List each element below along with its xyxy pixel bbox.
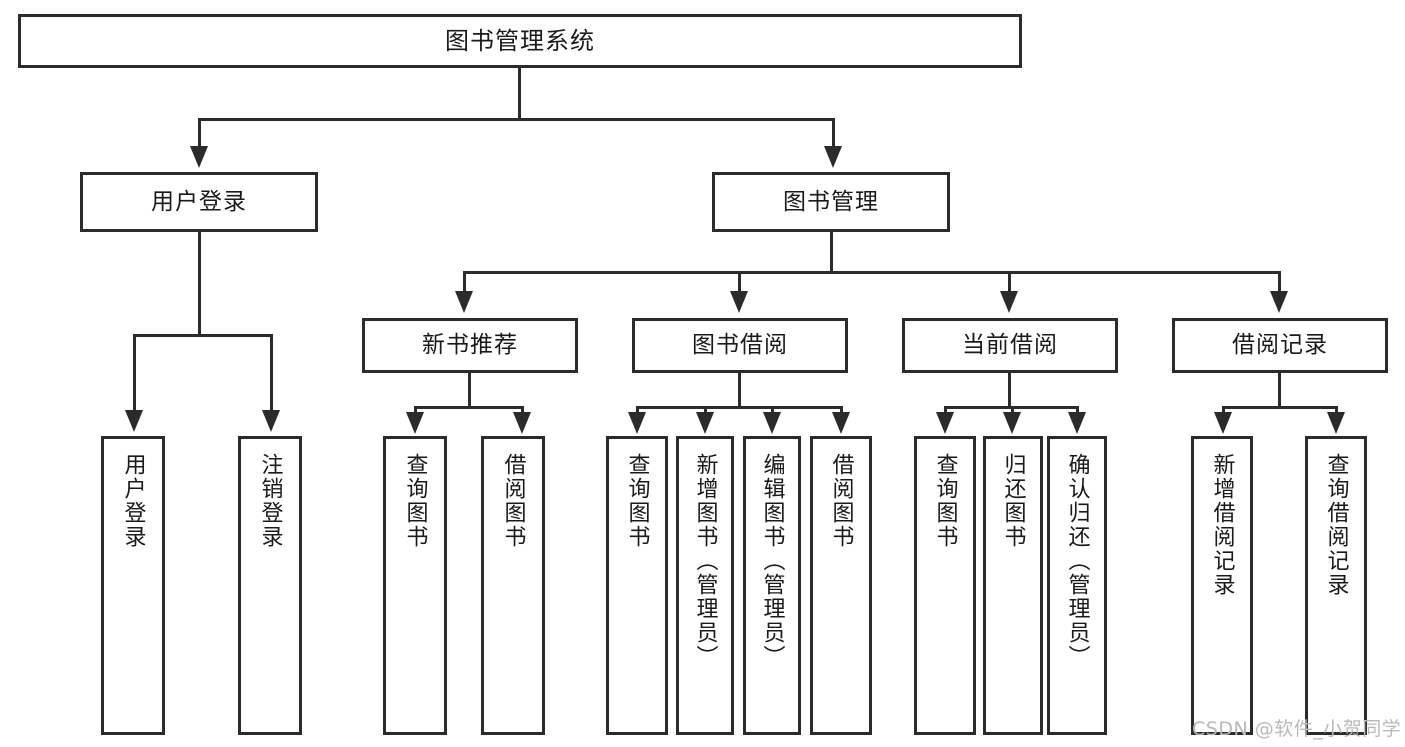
- connector-root-bus: [198, 118, 835, 121]
- connector-drop-new-book: [463, 271, 466, 293]
- connector-drop-borrow-record: [1278, 271, 1281, 293]
- connector-drop-bb-query: [636, 406, 639, 414]
- node-label: 图书管理: [783, 188, 879, 215]
- leaf-current-query[interactable]: 查询图书: [914, 436, 976, 735]
- node-root-book-management-system[interactable]: 图书管理系统: [18, 14, 1022, 68]
- node-label: 图书管理系统: [445, 27, 595, 55]
- arrowhead-bb-lend: [832, 412, 850, 434]
- node-book-borrow[interactable]: 图书借阅: [632, 318, 848, 373]
- node-label: 注销登录: [257, 453, 283, 549]
- node-borrow-record[interactable]: 借阅记录: [1172, 318, 1388, 373]
- leaf-current-return[interactable]: 归还图书: [983, 436, 1043, 735]
- csdn-watermark: CSDN @软件_小贺同学: [1192, 718, 1402, 740]
- connector-book-management-bus: [463, 271, 1281, 274]
- connector-book-management-stem: [830, 232, 833, 274]
- connector-current-borrow-stem: [1008, 373, 1011, 409]
- connector-book-borrow-stem: [738, 373, 741, 409]
- node-label: 新增借阅记录: [1209, 453, 1235, 597]
- leaf-book-query[interactable]: 查询图书: [606, 436, 668, 735]
- arrowhead-book-borrow: [730, 291, 748, 313]
- arrowhead-leaf-logout: [262, 410, 280, 432]
- node-new-book-recommend[interactable]: 新书推荐: [362, 318, 578, 373]
- arrowhead-bb-query: [628, 412, 646, 434]
- connector-drop-nb-borrow: [521, 406, 524, 414]
- leaf-record-query[interactable]: 查询借阅记录: [1305, 436, 1367, 735]
- connector-drop-leaf-user-login: [133, 334, 136, 412]
- leaf-book-lend[interactable]: 借阅图书: [810, 436, 872, 735]
- leaf-new-book-borrow[interactable]: 借阅图书: [481, 436, 545, 735]
- connector-drop-bb-edit: [771, 406, 774, 414]
- node-user-login[interactable]: 用户登录: [80, 172, 318, 232]
- leaf-confirm-return-admin[interactable]: 确认归还（管理员）: [1047, 436, 1107, 735]
- node-label: 图书借阅: [692, 332, 788, 359]
- connector-drop-br-query: [1335, 406, 1338, 414]
- node-label: 查询借阅记录: [1323, 453, 1349, 597]
- connector-book-borrow-bus: [636, 406, 843, 409]
- connector-drop-current-borrow: [1008, 271, 1011, 293]
- node-label: 借阅图书: [500, 453, 526, 549]
- arrowhead-new-book: [455, 291, 473, 313]
- node-label: 用户登录: [120, 453, 146, 549]
- connector-drop-bb-add: [704, 406, 707, 414]
- leaf-logout[interactable]: 注销登录: [238, 436, 302, 735]
- node-book-management[interactable]: 图书管理: [712, 172, 950, 232]
- leaf-user-login[interactable]: 用户登录: [101, 436, 165, 735]
- connector-user-login-bus: [133, 334, 273, 337]
- leaf-book-edit-admin[interactable]: 编辑图书（管理员）: [743, 436, 801, 735]
- connector-drop-nb-query: [414, 406, 417, 414]
- node-label: 编辑图书（管理员）: [759, 453, 785, 669]
- connector-new-book-bus: [414, 406, 524, 409]
- node-label: 借阅图书: [828, 453, 854, 549]
- arrowhead-leaf-user-login: [125, 410, 143, 432]
- node-label: 查询图书: [932, 453, 958, 549]
- leaf-book-add-admin[interactable]: 新增图书（管理员）: [676, 436, 734, 735]
- arrowhead-current-borrow: [1000, 291, 1018, 313]
- connector-root-stem: [518, 68, 521, 118]
- arrowhead-borrow-record: [1270, 291, 1288, 313]
- leaf-new-book-query[interactable]: 查询图书: [383, 436, 447, 735]
- node-label: 确认归还（管理员）: [1064, 453, 1090, 669]
- arrowhead-cb-query: [936, 412, 954, 434]
- node-label: 当前借阅: [962, 332, 1058, 359]
- connector-borrow-record-stem: [1278, 373, 1281, 409]
- arrowhead-bb-add: [696, 412, 714, 434]
- arrowhead-br-query: [1327, 412, 1345, 434]
- connector-new-book-stem: [468, 373, 471, 409]
- connector-drop-cb-confirm: [1076, 406, 1079, 414]
- node-label: 新增图书（管理员）: [692, 453, 718, 669]
- arrowhead-user-login: [190, 146, 208, 168]
- node-label: 查询图书: [402, 453, 428, 549]
- arrowhead-nb-query: [406, 412, 424, 434]
- connector-drop-user-login: [198, 118, 201, 148]
- node-label: 用户登录: [151, 188, 247, 215]
- node-label: 新书推荐: [422, 332, 518, 359]
- arrowhead-nb-borrow: [513, 412, 531, 434]
- connector-drop-book-borrow: [738, 271, 741, 293]
- connector-drop-cb-query: [944, 406, 947, 414]
- arrowhead-bb-edit: [763, 412, 781, 434]
- connector-drop-book-management: [832, 118, 835, 148]
- connector-drop-br-add: [1222, 406, 1225, 414]
- arrowhead-cb-return: [1003, 412, 1021, 434]
- node-label: 查询图书: [624, 453, 650, 549]
- node-current-borrow[interactable]: 当前借阅: [902, 318, 1118, 373]
- connector-borrow-record-bus: [1222, 406, 1338, 409]
- node-label: 借阅记录: [1232, 332, 1328, 359]
- connector-drop-leaf-logout: [270, 334, 273, 412]
- arrowhead-br-add: [1214, 412, 1232, 434]
- connector-drop-bb-lend: [840, 406, 843, 414]
- node-label: 归还图书: [1000, 453, 1026, 549]
- arrowhead-cb-confirm: [1068, 412, 1086, 434]
- connector-drop-cb-return: [1011, 406, 1014, 414]
- leaf-record-add[interactable]: 新增借阅记录: [1191, 436, 1253, 735]
- arrowhead-book-management: [824, 146, 842, 168]
- connector-user-login-stem: [198, 232, 201, 337]
